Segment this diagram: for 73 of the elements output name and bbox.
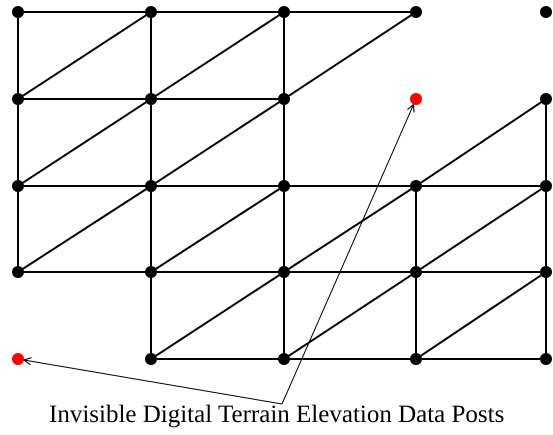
mesh-edge [157, 98, 278, 100]
leader-arrow [282, 104, 415, 404]
grid-point [410, 6, 422, 18]
mesh-edge [157, 185, 278, 187]
grid-point [145, 266, 157, 278]
mesh-edge [545, 192, 547, 266]
mesh-edge [422, 185, 540, 187]
mesh-edge [17, 18, 19, 93]
mesh-edge [422, 271, 540, 273]
mesh-edge [420, 274, 542, 356]
highlighted-point [12, 353, 24, 365]
grid-point [12, 180, 24, 192]
mesh-edge [283, 105, 285, 180]
grid-point [410, 353, 422, 365]
highlighted-point [410, 93, 422, 105]
grid-point [278, 266, 290, 278]
mesh-edge [545, 278, 547, 353]
mesh-edge [545, 105, 547, 180]
mesh-edge [150, 105, 152, 180]
caption-text: Invisible Digital Terrain Elevation Data Posts [49, 400, 504, 430]
grid-point [145, 353, 157, 365]
mesh-edge [155, 274, 280, 357]
mesh-edge [283, 192, 285, 266]
mesh-edge [283, 278, 285, 353]
mesh-edge [150, 278, 152, 353]
grid-point [410, 266, 422, 278]
mesh-edge [150, 192, 152, 266]
mesh-edge [24, 185, 145, 187]
mesh-edge [420, 102, 542, 184]
mesh-edge [22, 188, 146, 270]
mesh-edge [288, 274, 412, 357]
mesh-edge [24, 98, 145, 100]
leader-arrow [23, 357, 282, 404]
mesh-edge [290, 358, 410, 360]
mesh-edge [150, 18, 152, 93]
grid-point [540, 180, 552, 192]
grid-point [145, 93, 157, 105]
grid-point [540, 6, 552, 18]
mesh-edge [157, 358, 278, 360]
mesh-edge [288, 14, 412, 97]
mesh-edge [422, 358, 540, 360]
mesh-edge [420, 188, 542, 270]
mesh-edge [17, 192, 19, 266]
mesh-edge [290, 271, 410, 273]
grid-point [540, 353, 552, 365]
mesh-edge [24, 11, 145, 13]
mesh-edge [22, 14, 147, 97]
mesh-edge [157, 271, 278, 273]
mesh-edge [415, 278, 417, 353]
grid-point [145, 180, 157, 192]
grid-point [12, 6, 24, 18]
grid-point [278, 6, 290, 18]
grid-point [540, 266, 552, 278]
mesh-edge [24, 271, 145, 273]
grid-point [278, 180, 290, 192]
mesh-edge [157, 11, 278, 13]
grid-point [540, 93, 552, 105]
grid-point [12, 266, 24, 278]
grid-point [12, 93, 24, 105]
mesh-edge [290, 185, 410, 187]
mesh-edge [155, 101, 280, 184]
mesh-edge [290, 11, 410, 13]
mesh-edge [288, 188, 412, 270]
mesh-edge [17, 105, 19, 180]
grid-point [145, 6, 157, 18]
mesh-edge [415, 192, 417, 266]
grid-point [278, 93, 290, 105]
mesh-edge [283, 18, 285, 93]
mesh-edge [156, 188, 280, 270]
grid-point [410, 180, 422, 192]
grid-point [278, 353, 290, 365]
mesh-edge [155, 14, 280, 97]
mesh-edge [22, 101, 147, 184]
